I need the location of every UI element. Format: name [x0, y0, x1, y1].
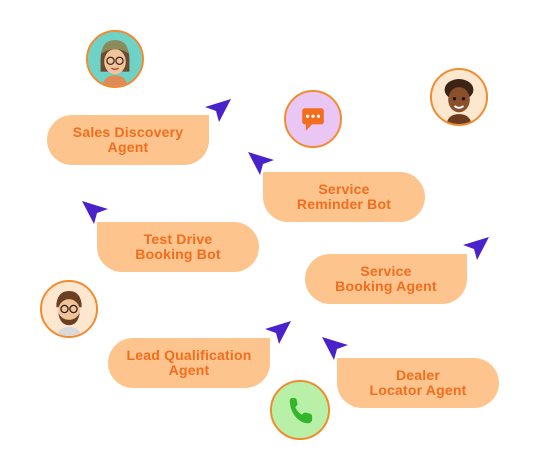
agent-label-line2: Locator Agent — [369, 382, 467, 398]
agent-label-line2: Booking Agent — [335, 278, 437, 294]
agent-label-line1: Sales Discovery — [72, 124, 184, 140]
agent-bubble-lead-qualification[interactable]: Lead Qualification Agent — [108, 338, 270, 388]
agent-label-line1: Lead Qualification — [126, 347, 252, 363]
agent-bubble-service-booking[interactable]: Service Booking Agent — [305, 254, 467, 304]
agent-bubble-service-reminder[interactable]: Service Reminder Bot — [263, 172, 425, 222]
agent-label-line2: Reminder Bot — [296, 196, 392, 212]
cursor-pointer-icon — [203, 98, 233, 124]
avatar-man-afro-icon — [430, 68, 488, 126]
cursor-pointer-icon — [263, 320, 293, 346]
agent-label-line2: Agent — [168, 362, 210, 378]
cursor-pointer-icon — [80, 200, 110, 226]
agent-label-line1: Service — [360, 263, 412, 279]
cursor-pointer-icon — [246, 151, 276, 177]
phone-icon — [270, 380, 330, 440]
agent-label-line1: Service — [318, 181, 370, 197]
agent-label-line1: Dealer — [395, 367, 440, 383]
agent-label-line2: Agent — [107, 139, 149, 155]
avatar-man-beard-icon — [40, 280, 98, 338]
cursor-pointer-icon — [461, 236, 491, 262]
cursor-pointer-icon — [320, 336, 350, 362]
chat-bubble-icon — [284, 90, 342, 148]
agent-bubble-sales-discovery[interactable]: Sales Discovery Agent — [47, 115, 209, 165]
agent-bubble-dealer-locator[interactable]: Dealer Locator Agent — [337, 358, 499, 408]
agent-label-line2: Booking Bot — [135, 246, 221, 262]
agent-label-line1: Test Drive — [143, 231, 213, 247]
avatar-woman-icon — [86, 30, 144, 88]
agent-bubble-test-drive[interactable]: Test Drive Booking Bot — [97, 222, 259, 272]
